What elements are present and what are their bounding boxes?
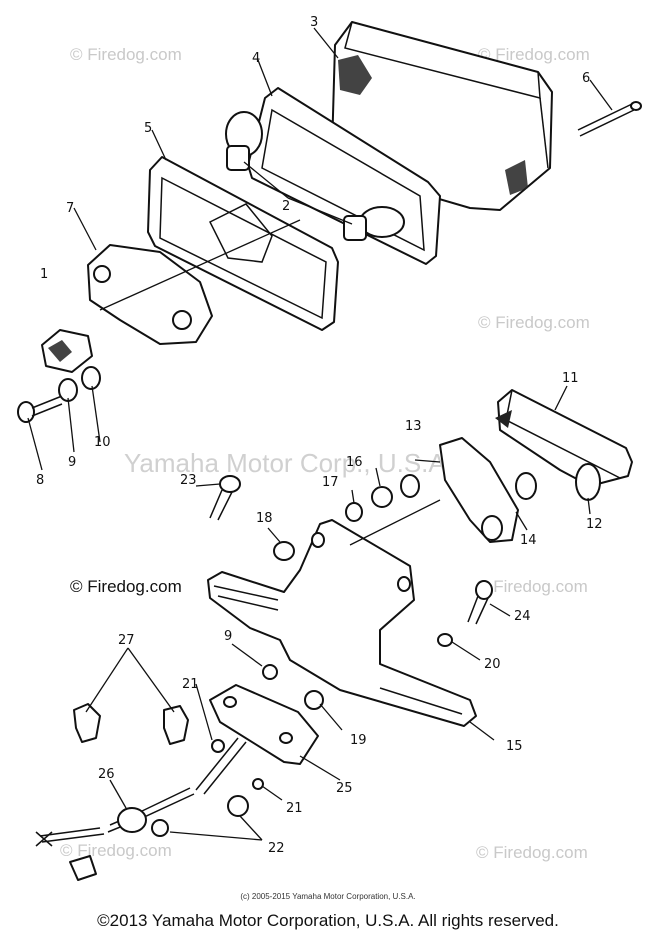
callout-8: 8 (36, 473, 44, 488)
callout-5: 5 (144, 121, 152, 136)
lamp-base-plate (147, 156, 339, 331)
grommet-22 (227, 795, 249, 817)
reflector-25 (209, 684, 319, 765)
collar (400, 474, 420, 498)
callout-17: 17 (322, 475, 339, 490)
bolt-8 (17, 395, 63, 423)
callout-21: 21 (182, 677, 199, 692)
grommet-18 (273, 541, 295, 561)
callout-6: 6 (582, 71, 590, 86)
washer-17 (345, 502, 363, 522)
watermark: © Firedog.com (60, 841, 172, 860)
watermark-dark: © Firedog.com (70, 577, 182, 596)
callout-4: 4 (252, 51, 260, 66)
washer-9-lower (262, 664, 278, 680)
callout-12: 12 (586, 517, 603, 532)
copyright-footer: ©2013 Yamaha Motor Corporation, U.S.A. A… (97, 911, 559, 930)
leader-lines (27, 27, 613, 841)
wire-clamp-21 (195, 737, 247, 795)
watermark-center: Yamaha Motor Corp., U.S.A. (124, 448, 453, 478)
callout-10: 10 (94, 435, 111, 450)
callout-20: 20 (484, 657, 501, 672)
callout-22: 22 (268, 841, 285, 856)
pin-6 (577, 101, 642, 137)
callout-25: 25 (336, 781, 353, 796)
bulb-upper (225, 111, 263, 171)
watermark: © Firedog.com (70, 45, 182, 64)
grommet-22-b (151, 819, 169, 837)
watermark: © Firedog.com (478, 45, 590, 64)
callout-13: 13 (405, 419, 422, 434)
lamp-flange (87, 219, 301, 345)
callout-7: 7 (66, 201, 74, 216)
wire-clip-left (73, 703, 101, 743)
watermark: © Firedog.com (478, 313, 590, 332)
callout-2: 2 (282, 199, 290, 214)
screw-24 (467, 580, 493, 625)
license-plate-bracket (207, 499, 477, 727)
callout-11: 11 (562, 371, 579, 386)
washer-9 (58, 378, 78, 402)
lamp-bracket (439, 437, 537, 543)
callout-3: 3 (310, 15, 318, 30)
small-copyright-note: (c) 2005-2015 Yamaha Motor Corporation, … (240, 892, 416, 901)
clamp-21-lower (252, 778, 264, 790)
lamp-socket (41, 329, 93, 373)
callout-9: 9 (68, 455, 76, 470)
callout-21-lower: 21 (286, 801, 303, 816)
callout-14: 14 (520, 533, 537, 548)
watermark: © Firedog.com (476, 577, 588, 596)
nut-20 (437, 633, 453, 647)
wire-clip-right (163, 705, 189, 745)
wire-harness (35, 787, 195, 881)
exploded-view-drawing: © Firedog.com © Firedog.com © Firedog.co… (17, 15, 642, 881)
callout-19: 19 (350, 733, 367, 748)
callout-9-lower: 9 (224, 629, 232, 644)
callout-27: 27 (118, 633, 135, 648)
watermark: © Firedog.com (476, 843, 588, 862)
license-lamp-lens (575, 463, 601, 501)
spacer-19 (304, 690, 324, 710)
callout-23: 23 (180, 473, 197, 488)
callout-1: 1 (40, 267, 48, 282)
callout-26: 26 (98, 767, 115, 782)
callout-15: 15 (506, 739, 523, 754)
bulb-lower (343, 206, 405, 241)
screw-23 (209, 475, 241, 521)
nut-16 (371, 486, 393, 508)
callout-18: 18 (256, 511, 273, 526)
callout-24: 24 (514, 609, 531, 624)
callout-16: 16 (346, 455, 363, 470)
callout-labels: 3 4 5 7 6 2 1 8 9 10 11 12 13 14 15 16 1… (36, 15, 603, 856)
nut-10 (81, 366, 101, 390)
license-lamp (495, 389, 633, 487)
